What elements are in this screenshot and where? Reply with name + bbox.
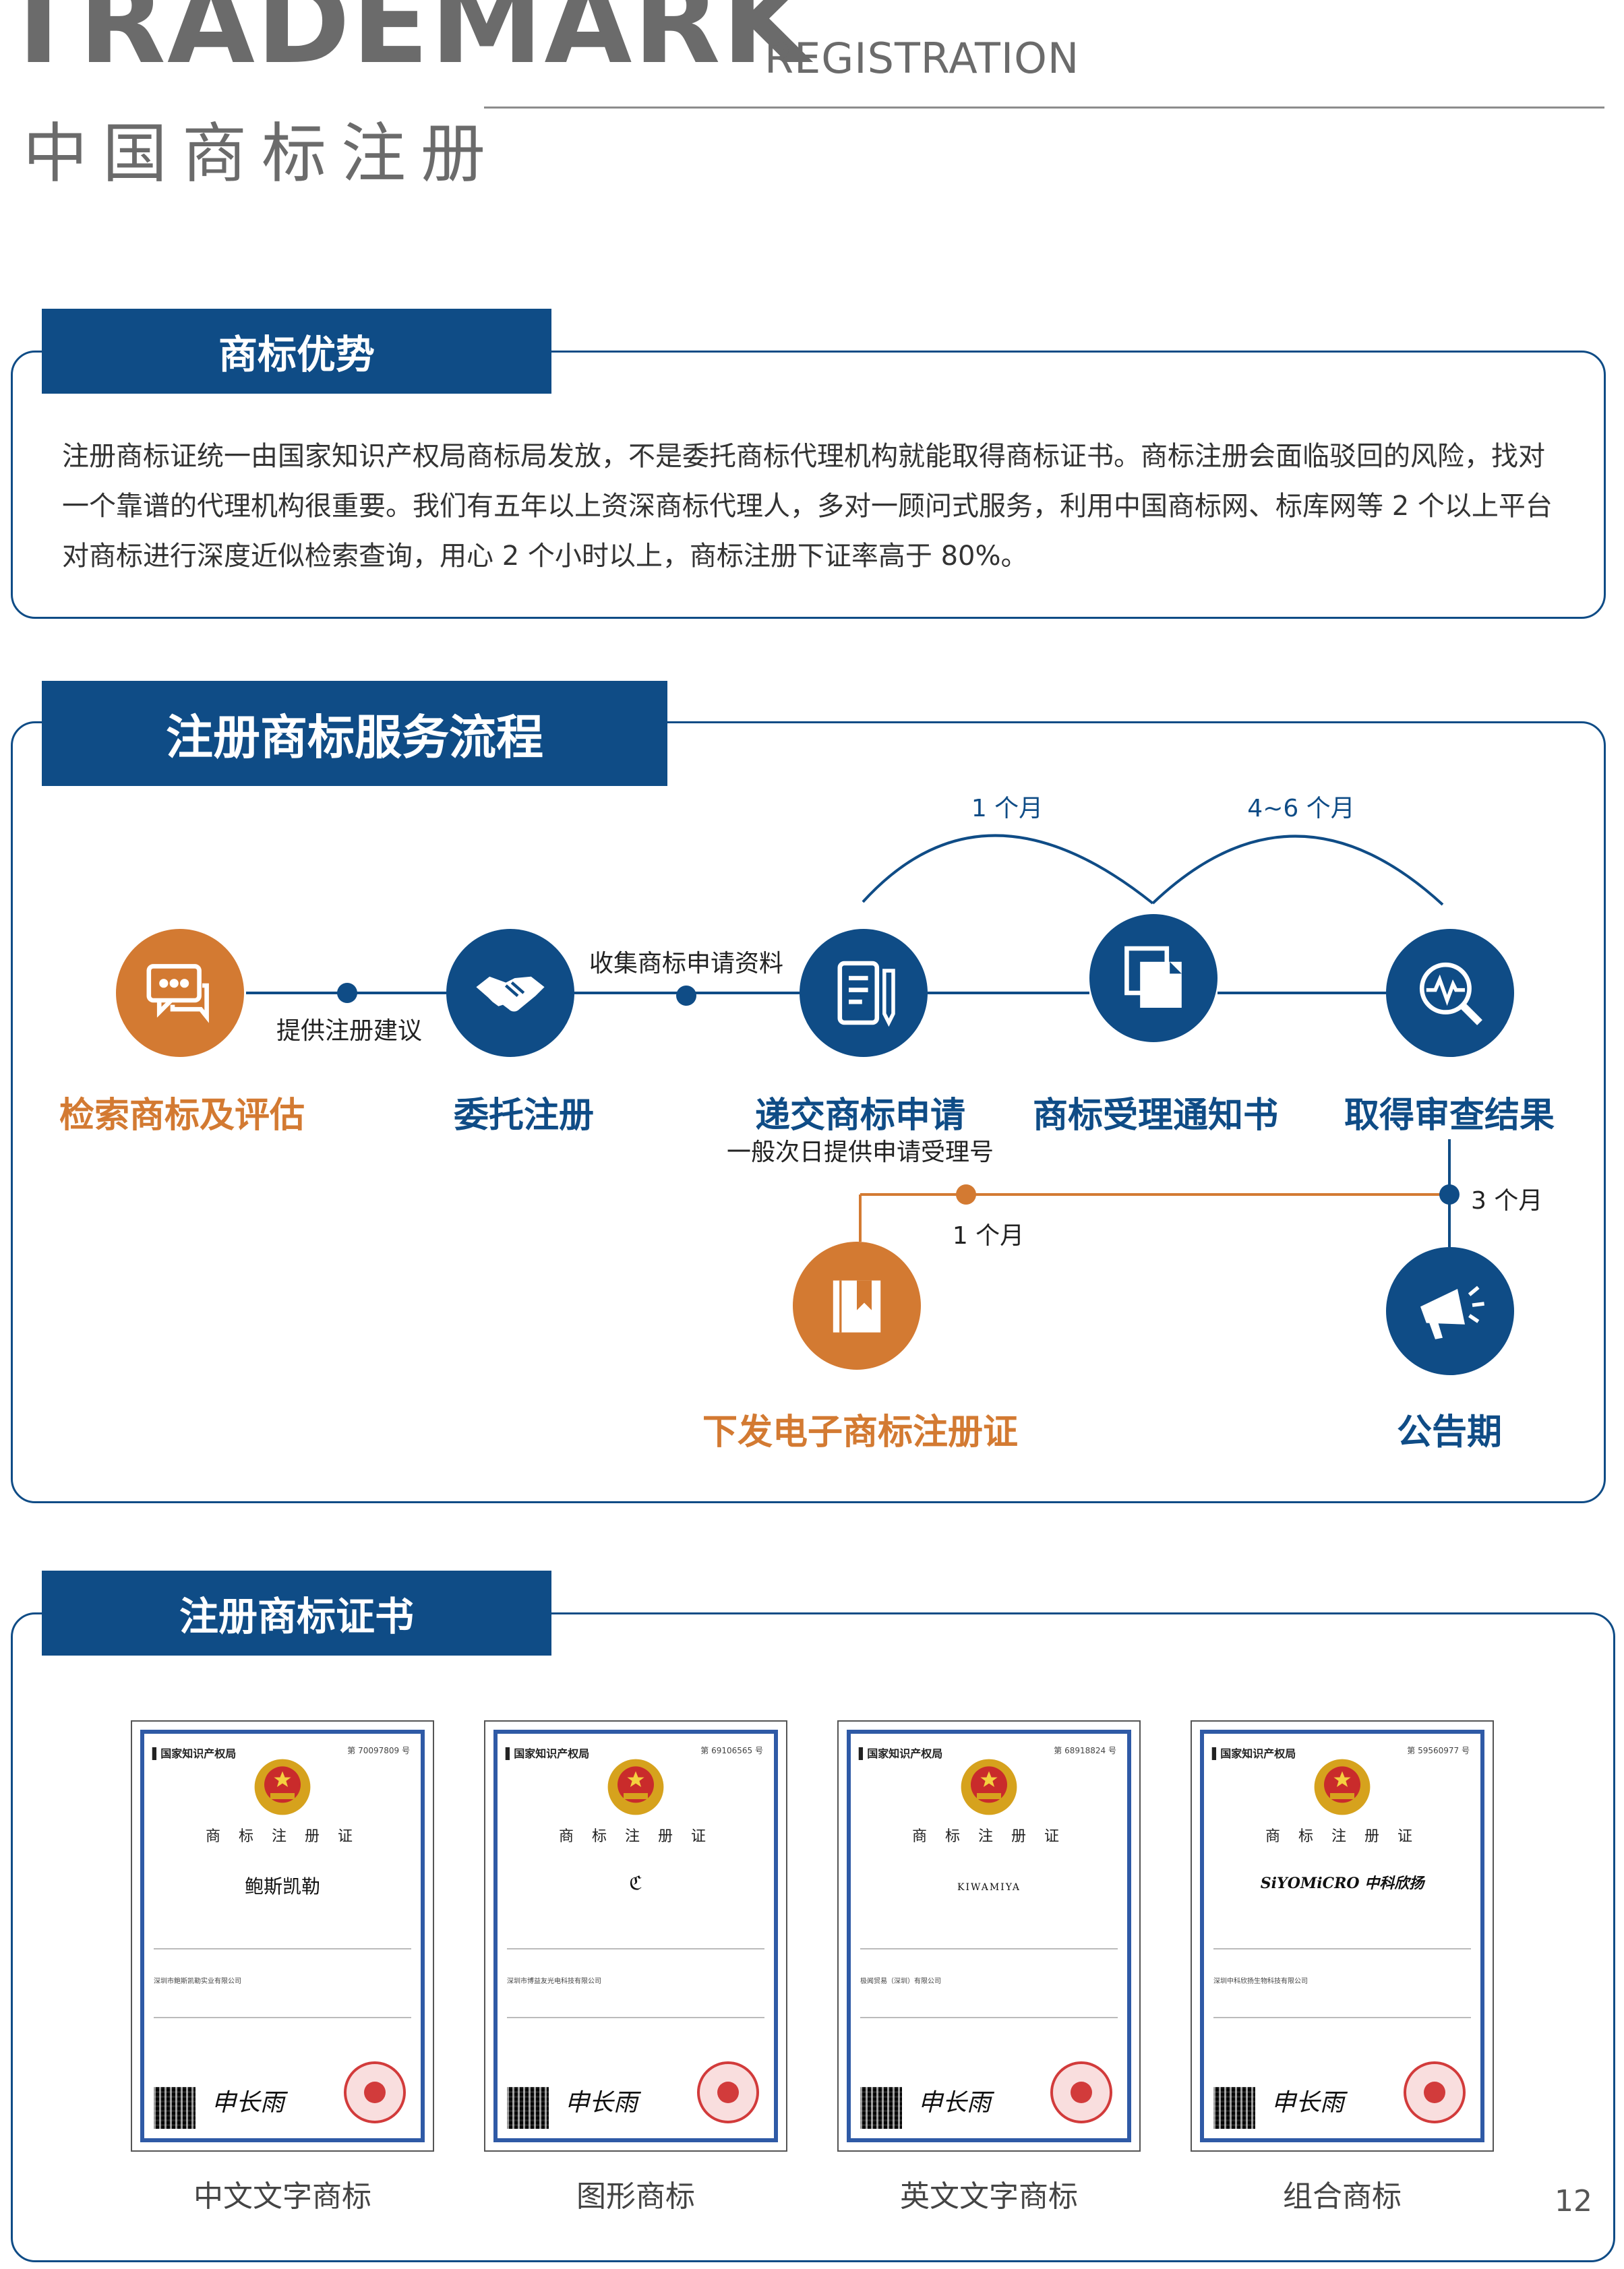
advantages-tab: 商标优势 [42,309,551,394]
step-notice-label: 商标受理通知书 [1032,1095,1279,1136]
cert-number: 第 69106565 号 [700,1746,763,1755]
cert-divider [154,1948,411,1949]
note-next-day: 一般次日提供申请受理号 [726,1139,994,1166]
cert-header: ▌国家知识产权局 [859,1747,943,1760]
note-three-months: 3 个月 [1471,1187,1543,1215]
cert-applicant: 深圳市鲍斯凯勒实业有限公司 [154,1978,241,1985]
advantages-line: 对商标进行深度近似检索查询，用心 2 个小时以上，商标注册下证率高于 80%。 [62,541,1028,572]
chat-icon [146,964,209,1023]
cert-divider [507,1948,764,1949]
note-one-month: 1 个月 [952,1222,1025,1250]
certificate-card: ▌国家知识产权局 第 69106565 号 商 标 注 册 证 ℭ 深圳市博益友… [484,1720,787,2152]
cert-applicant: 极闻贸易（深圳）有限公司 [860,1978,941,1985]
cert-divider [1213,2017,1471,2018]
header-divider [484,107,1604,109]
advantages-line: 一个靠谱的代理机构很重要。我们有五年以上资深商标代理人，多对一顾问式服务，利用中… [62,491,1553,522]
cert-mark: 鲍斯凯勒 [244,1875,320,1898]
step-search-label: 检索商标及评估 [59,1095,305,1136]
official-seal-icon [1050,2061,1112,2123]
note-arc1: 1 个月 [971,795,1044,822]
cert-title: 商 标 注 册 证 [1265,1828,1419,1845]
step-announcement-circle [1386,1247,1514,1375]
note-suggest: 提供注册建议 [276,1017,423,1045]
book-icon [833,1280,881,1333]
cert-header: ▌国家知识产权局 [152,1747,237,1760]
step-submit-label: 递交商标申请 [754,1095,966,1136]
cert-number: 第 68918824 号 [1054,1746,1116,1755]
certificate-caption: 组合商标 [1283,2179,1402,2214]
official-seal-icon [697,2061,759,2123]
advantages-paragraph: 注册商标证统一由国家知识产权局商标局发放，不是委托商标代理机构就能取得商标证书。… [62,431,1565,581]
advantages-line: 注册商标证统一由国家知识产权局商标局发放，不是委托商标代理机构就能取得商标证书。… [62,441,1545,472]
official-seal-icon [344,2061,406,2123]
cert-applicant: 深圳中科欣扬生物科技有限公司 [1213,1978,1308,1985]
step-result-circle [1386,929,1514,1057]
cert-title: 商 标 注 册 证 [206,1828,359,1845]
cert-divider [154,2017,411,2018]
cert-header: ▌国家知识产权局 [1212,1747,1296,1760]
cert-divider [860,1948,1118,1949]
process-tab: 注册商标服务流程 [42,681,667,786]
page-number: 12 [1555,2184,1592,2218]
cert-title: 商 标 注 册 证 [912,1828,1066,1845]
official-seal-icon [1404,2061,1466,2123]
step-announcement-label: 公告期 [1396,1412,1503,1453]
header-title-en: TRADEMARK [0,0,811,89]
step-submit-circle [800,929,928,1057]
header-subtitle-en: REGISTRATION [764,34,1080,83]
certificate-caption: 中文文字商标 [193,2179,371,2214]
cert-mark: ℭ [629,1872,642,1894]
certificate-card: ▌国家知识产权局 第 70097809 号 商 标 注 册 证 鲍斯凯勒 深圳市… [131,1720,434,2152]
cert-signature: 申长雨 [212,2089,285,2117]
step-search-circle [116,929,244,1057]
cert-divider [507,2017,764,2018]
cert-mark: SiYOMiCRO 中科欣扬 [1260,1875,1424,1892]
certificate-caption: 英文文字商标 [900,2179,1078,2214]
cert-applicant: 深圳市博益友光电科技有限公司 [507,1978,601,1985]
advantages-box [11,351,1606,619]
step-result-label: 取得审查结果 [1344,1095,1555,1136]
cert-number: 第 70097809 号 [347,1746,410,1755]
step-entrust-label: 委托注册 [453,1095,595,1136]
cert-header: ▌国家知识产权局 [506,1747,590,1760]
national-emblem-icon [607,1759,664,1815]
certificate-caption: 图形商标 [576,2179,695,2214]
cert-signature: 申长雨 [565,2089,638,2117]
document-pen-icon [837,961,895,1027]
process-box [11,721,1606,1503]
cert-divider [860,2017,1118,2018]
search-pulse-icon [1419,962,1482,1025]
step-notice-circle [1089,914,1217,1042]
cert-number: 第 59560977 号 [1407,1746,1470,1755]
note-collect: 收集商标申请资料 [589,950,784,977]
cert-signature: 申长雨 [1271,2089,1345,2117]
header-title-cn: 中国商标注册 [23,116,500,191]
step-certificate-circle [793,1242,921,1370]
certificate-card: ▌国家知识产权局 第 68918824 号 商 标 注 册 证 KIWAMIYA… [837,1720,1141,2152]
national-emblem-icon [961,1759,1017,1815]
certificates-tab: 注册商标证书 [42,1571,551,1656]
certificate-card: ▌国家知识产权局 第 59560977 号 商 标 注 册 证 SiYOMiCR… [1191,1720,1494,2152]
cert-signature: 申长雨 [918,2089,992,2117]
note-arc2: 4~6 个月 [1247,795,1355,822]
copy-icon [1124,946,1182,1008]
step-entrust-circle [446,929,574,1057]
national-emblem-icon [254,1759,311,1815]
cert-divider [1213,1948,1471,1949]
cert-mark: KIWAMIYA [957,1882,1021,1893]
megaphone-icon [1420,1285,1484,1339]
cert-title: 商 标 注 册 证 [559,1828,713,1845]
handshake-icon [476,976,545,1012]
step-certificate-label: 下发电子商标注册证 [702,1412,1019,1453]
national-emblem-icon [1314,1759,1371,1815]
